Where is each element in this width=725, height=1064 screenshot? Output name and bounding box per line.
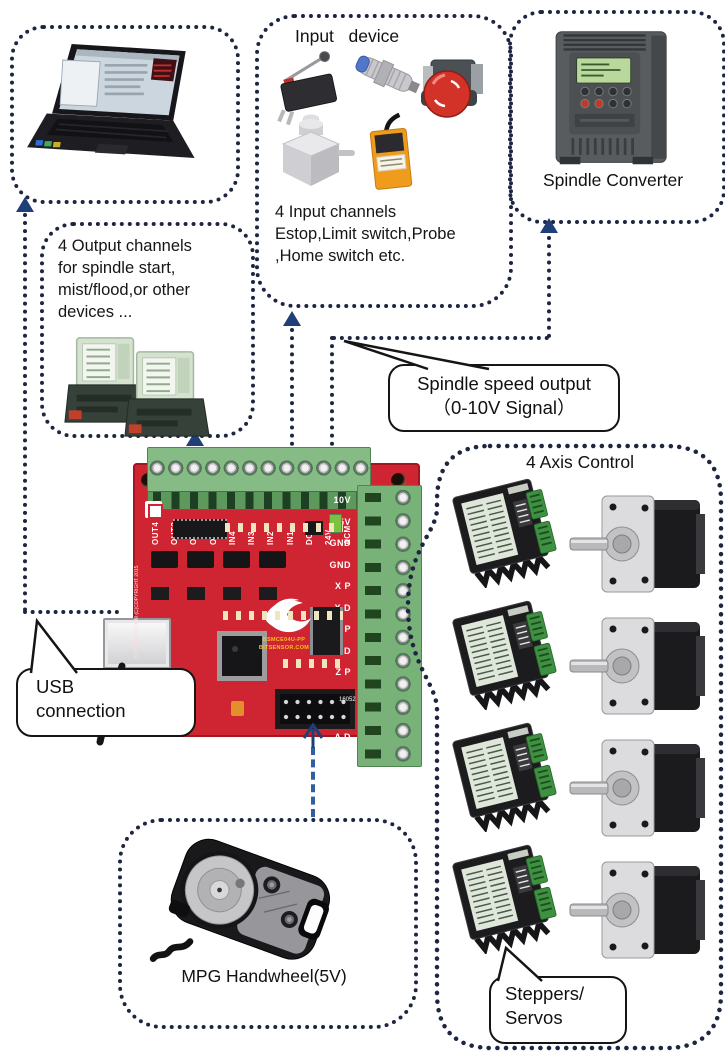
spindle-speed-line: Spindle speed output xyxy=(417,373,591,394)
input-devices-image xyxy=(277,51,483,190)
silkscreen-model-text: BSMCE04U-PP xyxy=(262,637,306,643)
silkscreen-stamp xyxy=(145,501,163,519)
capacitor xyxy=(231,701,244,716)
transistor xyxy=(223,587,241,600)
input-caption-line: Estop,Limit switch,Probe xyxy=(275,225,456,243)
stepper-driver-image xyxy=(445,718,557,834)
stepper-motor-image xyxy=(568,492,718,596)
board-corner-text: 16052 xyxy=(339,697,356,703)
terminal-label: GND xyxy=(329,560,351,570)
right-terminal-block xyxy=(357,485,422,767)
steppers-servos-bubble: Steppers/ Servos xyxy=(489,976,627,1044)
top-terminal-block xyxy=(147,447,371,493)
input-caption-line: ,Home switch etc. xyxy=(275,247,406,265)
optocoupler xyxy=(259,551,286,568)
mpg-line-vertical xyxy=(311,747,315,817)
stepper-motor-image xyxy=(568,736,718,840)
mpg-pin-header xyxy=(275,689,355,729)
optocoupler xyxy=(151,551,178,568)
usb-bubble-line: USB xyxy=(36,676,75,697)
terminal-label: A D xyxy=(334,732,351,742)
spindle-converter-box xyxy=(508,10,725,224)
spindle-line-vertical-upper xyxy=(547,236,551,338)
output-caption-line: devices ... xyxy=(58,303,133,321)
output-caption-line: 4 Output channels xyxy=(58,237,192,255)
converter-label: Spindle Converter xyxy=(542,170,684,190)
output-caption-line: mist/flood,or other xyxy=(58,281,191,299)
stepper-motor-image xyxy=(568,614,718,718)
smd-parts-row xyxy=(283,659,343,668)
smd-parts-row xyxy=(223,611,343,620)
pc-box xyxy=(10,25,240,204)
steppers-bubble-line: Servos xyxy=(505,1007,563,1029)
spindle-speed-line: （0-10V Signal） xyxy=(432,397,576,419)
stepper-driver-image xyxy=(445,840,557,956)
estop-button-image xyxy=(421,59,483,118)
driver-ic xyxy=(173,519,227,539)
stepper-driver-image xyxy=(445,596,557,712)
mounting-hole xyxy=(391,473,406,488)
usb-bubble-line: connection xyxy=(36,700,126,722)
smd-parts-row xyxy=(225,523,343,532)
vfd-image xyxy=(555,31,667,165)
spindle-line-horizontal xyxy=(332,336,549,340)
proximity-sensor-image xyxy=(355,55,420,94)
input-caption-line: 4 Input channels xyxy=(275,203,397,221)
mcu-chip xyxy=(217,631,267,681)
output-caption-line: for spindle start, xyxy=(58,259,176,277)
axis-box-title: 4 Axis Control xyxy=(526,452,634,472)
terminal-label: GND xyxy=(329,538,351,548)
input-box-title: Input device xyxy=(295,26,400,46)
arrow-to-pc-icon xyxy=(16,197,34,212)
input-line-vertical xyxy=(290,328,294,454)
terminal-label: 5V xyxy=(338,517,351,527)
transistor xyxy=(151,587,169,600)
top-terminal-slots xyxy=(147,491,371,510)
encoder-image xyxy=(281,114,355,186)
arrow-to-input-box-icon xyxy=(283,311,301,326)
optocoupler xyxy=(187,551,214,568)
terminal-label: 10V xyxy=(333,495,351,505)
usb-bubble-pointer xyxy=(31,621,77,673)
chip-pin1-dot xyxy=(232,646,238,652)
terminal-label: X P xyxy=(334,581,351,591)
transistor xyxy=(187,587,205,600)
arrow-to-converter-icon xyxy=(540,218,558,233)
usb-line-vertical xyxy=(23,213,27,612)
stepper-driver-image xyxy=(445,474,557,590)
spindle-speed-bubble: Spindle speed output （0-10V Signal） xyxy=(388,364,620,432)
stepper-motor-image xyxy=(568,858,718,962)
usb-connection-bubble: USB connection xyxy=(16,668,196,737)
orange-sensor-image xyxy=(369,112,413,190)
spindle-line-vertical-lower xyxy=(330,336,334,454)
optocoupler xyxy=(223,551,250,568)
mpg-handwheel-image xyxy=(149,838,330,962)
usb-line-horizontal xyxy=(23,610,119,614)
board-side-text: BITSENSOR.COM (C)COPYRIGHT 2015 xyxy=(134,565,140,658)
relay-image xyxy=(118,348,218,442)
terminal-label: Z P xyxy=(335,667,351,677)
limit-switch-image xyxy=(277,51,338,126)
mpg-label: MPG Handwheel(5V) xyxy=(181,966,347,986)
cnc-breakout-board: OUT4 OUT3 OUT2 OUT1 IN4 IN3 IN2 IN1 DCM … xyxy=(103,447,422,767)
steppers-bubble-line: Steppers/ xyxy=(505,983,585,1004)
mcu-chip-core xyxy=(222,636,262,676)
laptop-image xyxy=(27,43,195,158)
silkscreen-site-text: BITSENSOR.COM xyxy=(258,645,310,651)
transistor xyxy=(259,587,277,600)
